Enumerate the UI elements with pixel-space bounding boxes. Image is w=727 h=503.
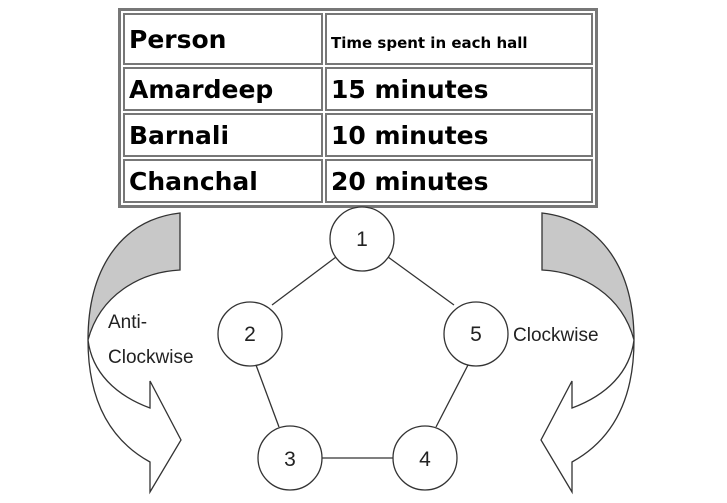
hall-5-label: 5 [470, 323, 482, 346]
clockwise-arrow-icon [540, 212, 635, 495]
arrow-gray-band [541, 212, 635, 341]
header-time: Time spent in each hall [325, 13, 593, 65]
time-cell: 10 minutes [325, 113, 593, 157]
edge-1-2 [271, 256, 337, 306]
hall-3-label: 3 [284, 448, 296, 471]
edge-1-5 [387, 256, 455, 306]
anticlockwise-arrow-icon [87, 212, 182, 495]
hall-3-node [257, 425, 323, 491]
person-cell: Barnali [123, 113, 323, 157]
time-cell: 20 minutes [325, 159, 593, 203]
anticlockwise-label-line2: Clockwise [108, 347, 194, 368]
time-cell: 15 minutes [325, 67, 593, 111]
hall-2-label: 2 [244, 323, 256, 346]
hall-4-label: 4 [419, 448, 431, 471]
anticlockwise-label-line1: Anti- [108, 312, 147, 333]
table-header-row: Person Time spent in each hall [123, 13, 593, 65]
hall-1-label: 1 [356, 228, 368, 251]
header-person: Person [123, 13, 323, 65]
hall-2-node [217, 301, 283, 367]
edge-2-3 [255, 364, 280, 428]
arrow-gray-band [87, 212, 181, 341]
person-cell: Chanchal [123, 159, 323, 203]
hall-4-node [392, 425, 458, 491]
edge-5-4 [435, 364, 469, 428]
hall-5-node [443, 301, 509, 367]
time-table: Person Time spent in each hall Amardeep … [118, 8, 598, 208]
table-row: Barnali 10 minutes [123, 113, 593, 157]
table-row: Amardeep 15 minutes [123, 67, 593, 111]
hall-1-node [329, 206, 395, 272]
person-cell: Amardeep [123, 67, 323, 111]
clockwise-label: Clockwise [513, 325, 599, 346]
table-row: Chanchal 20 minutes [123, 159, 593, 203]
